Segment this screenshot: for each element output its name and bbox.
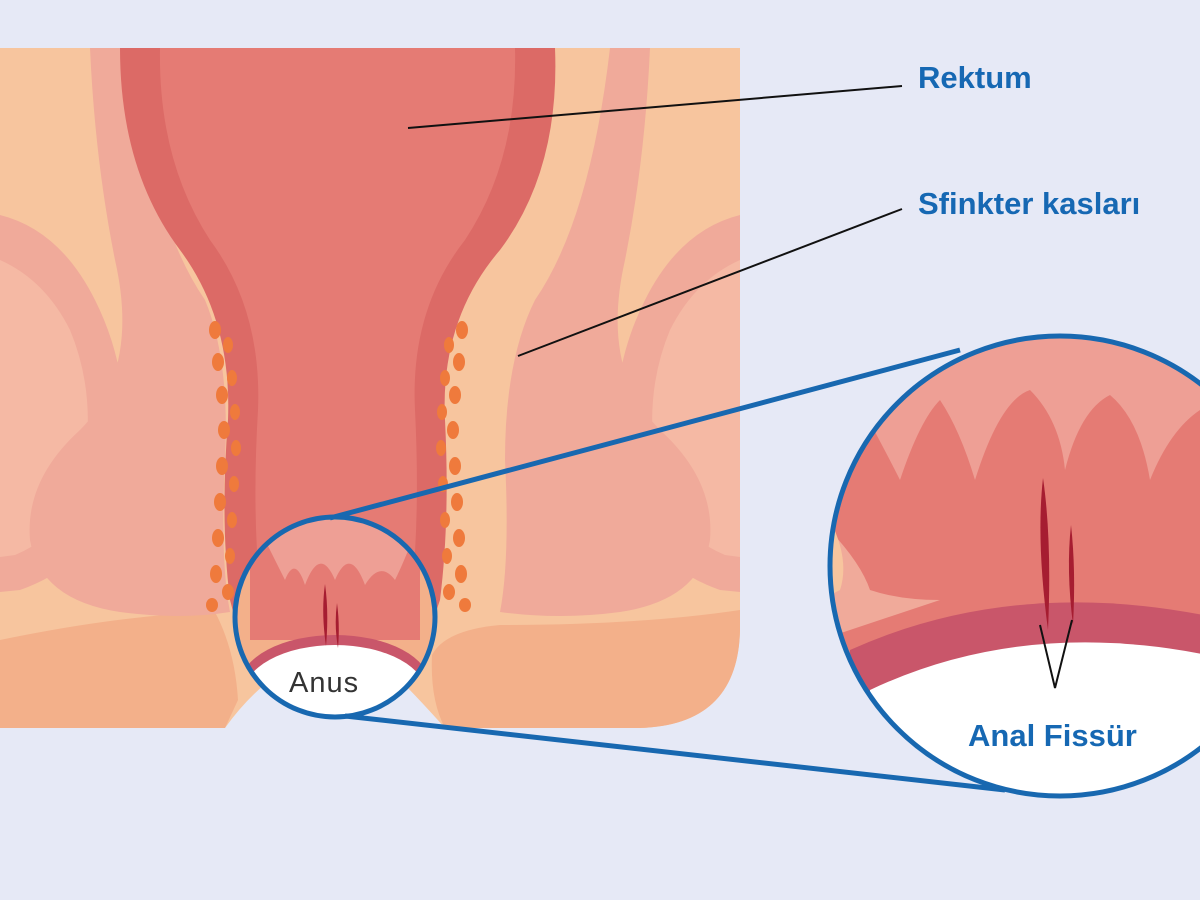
anal-fissur-label: Anal Fissür (968, 718, 1137, 753)
rektum-leader (407, 85, 903, 129)
right-muscle-inner (500, 48, 711, 616)
fissure-small (1068, 525, 1075, 625)
right-fat-cluster (436, 321, 471, 612)
fissure-pointer (1039, 619, 1073, 689)
left-muscle-inner (29, 48, 231, 616)
left-fat-cluster (206, 321, 241, 612)
sfinkter-label: Sfinkter kasları (918, 186, 1140, 221)
right-lower-band (431, 610, 740, 728)
rektum-label: Rektum (918, 60, 1032, 95)
sfinkter-leader (517, 208, 903, 357)
zoom-line-top (329, 347, 961, 521)
zoom-line-bottom (344, 713, 1006, 793)
cross-section (0, 48, 740, 728)
zoom-detail (827, 333, 1200, 799)
rectum (159, 48, 516, 670)
left-lower-band (0, 612, 238, 728)
small-fissure (323, 584, 339, 648)
anus-detail (232, 514, 438, 720)
fissure-large (1040, 478, 1050, 630)
anus-label: Anus (289, 667, 359, 699)
zoom-circle (827, 333, 1200, 799)
